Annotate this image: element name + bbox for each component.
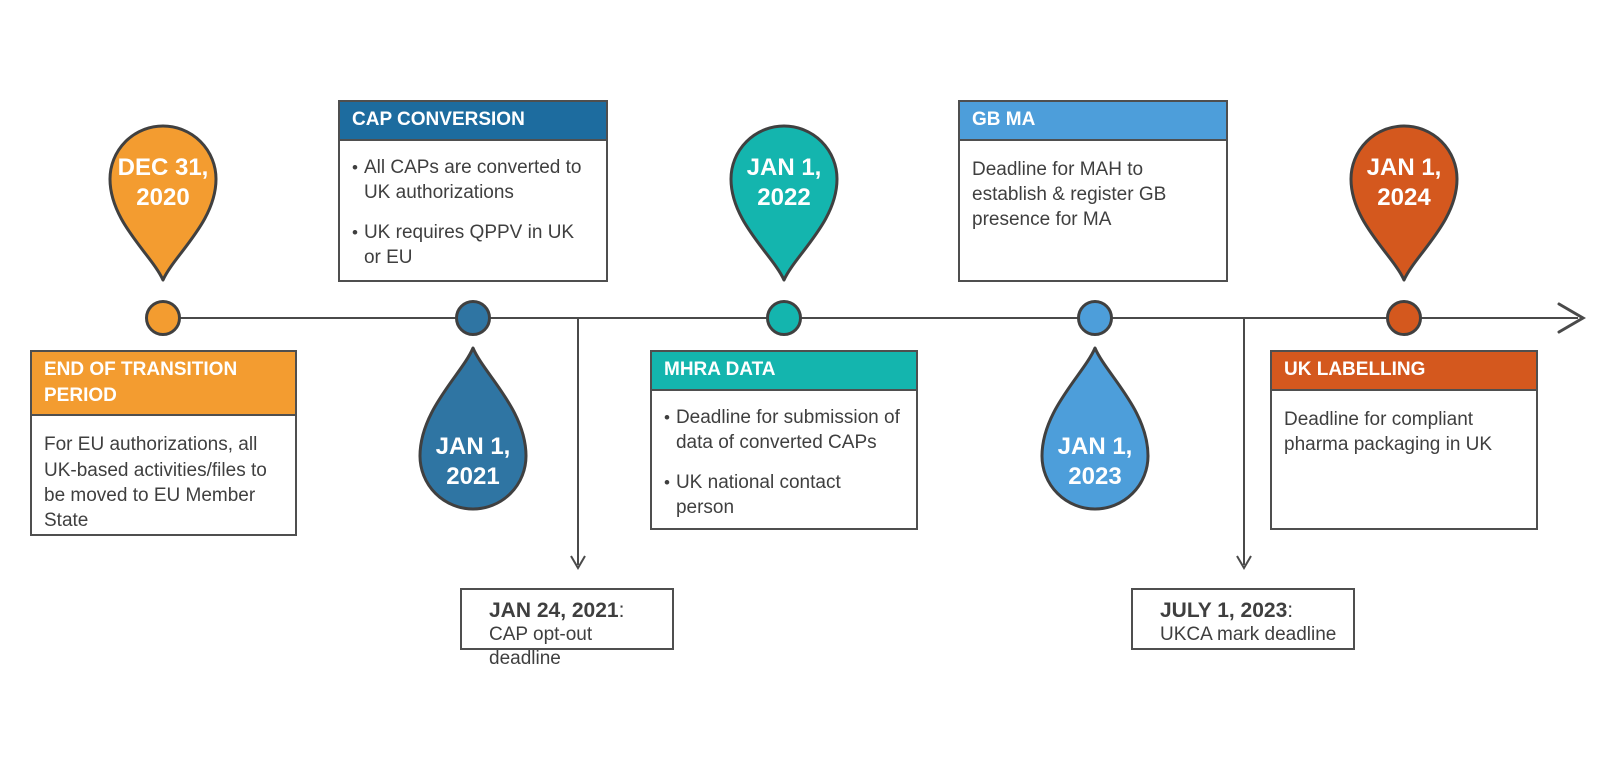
milestone-pin-dec-31-2020: DEC 31, 2020: [102, 117, 224, 285]
drop-shape: [1040, 346, 1150, 511]
callout-text: UKCA mark deadline: [1160, 624, 1337, 646]
milestone-drop-jan-1-2023: JAN 1, 2023: [1034, 344, 1156, 514]
card-title: UK LABELLING: [1272, 352, 1536, 391]
card-body: Deadline for compliant pharma packaging …: [1284, 408, 1493, 455]
milestone-date: DEC 31, 2020: [117, 154, 209, 211]
down-arrow-icon: [1236, 319, 1252, 570]
card-mhra-data: MHRA DATA Deadline for submission of dat…: [650, 350, 918, 530]
card-body: Deadline for MAH to establish & register…: [972, 158, 1167, 231]
card-title: CAP CONVERSION: [340, 102, 606, 141]
pin-shape: [1349, 124, 1459, 282]
bullet-item: All CAPs are converted to UK authorizati…: [352, 155, 594, 206]
pin-shape: [108, 124, 218, 282]
milestone-date: JAN 1, 2022: [746, 154, 822, 211]
card-title: END OF TRANSITION PERIOD: [32, 352, 295, 417]
card-body: Deadline for submission of data of conve…: [652, 391, 916, 546]
milestone-date: JAN 1, 2023: [1057, 433, 1133, 490]
callout-text: CAP opt-out deadline: [489, 624, 593, 669]
card-title: GB MA: [960, 102, 1226, 141]
callout-cap-opt-out: JAN 24, 2021: CAP opt-out deadline: [460, 588, 674, 669]
bullet-item: UK national contact person: [664, 470, 904, 521]
bullet-item: Deadline for submission of data of conve…: [664, 405, 904, 456]
card-cap-conversion: CAP CONVERSION All CAPs are converted to…: [338, 100, 608, 282]
card-body: All CAPs are converted to UK authorizati…: [340, 141, 606, 296]
milestone-pin-jan-1-2024: JAN 1, 2024: [1343, 117, 1465, 285]
down-arrow-icon: [570, 319, 586, 570]
timeline-dot-dec-31-2020: [145, 300, 181, 336]
timeline-dot-jan-1-2023: [1077, 300, 1113, 336]
milestone-pin-jan-1-2022: JAN 1, 2022: [723, 117, 845, 285]
milestone-date: JAN 1, 2024: [1366, 154, 1442, 211]
card-title: MHRA DATA: [652, 352, 916, 391]
callout-ukca-mark: JULY 1, 2023: UKCA mark deadline: [1131, 588, 1355, 650]
timeline-axis: [163, 317, 1578, 319]
pin-shape: [729, 124, 839, 282]
card-gb-ma: GB MA Deadline for MAH to establish & re…: [958, 100, 1228, 282]
milestone-drop-jan-1-2021: JAN 1, 2021: [412, 344, 534, 514]
bullet-item: UK requires QPPV in UK or EU: [352, 220, 594, 271]
card-end-of-transition-period: END OF TRANSITION PERIOD For EU authoriz…: [30, 350, 297, 536]
drop-shape: [418, 346, 528, 511]
milestone-date: JAN 1, 2021: [435, 433, 511, 490]
card-body: For EU authorizations, all UK-based acti…: [44, 434, 267, 532]
timeline-dot-jan-1-2022: [766, 300, 802, 336]
card-uk-labelling: UK LABELLING Deadline for compliant phar…: [1270, 350, 1538, 530]
callout-date: JAN 24, 2021:: [489, 599, 625, 622]
timeline-arrowhead-icon: [1557, 302, 1586, 334]
callout-date: JULY 1, 2023:: [1160, 599, 1294, 622]
timeline-dot-jan-1-2021: [455, 300, 491, 336]
timeline-dot-jan-1-2024: [1386, 300, 1422, 336]
